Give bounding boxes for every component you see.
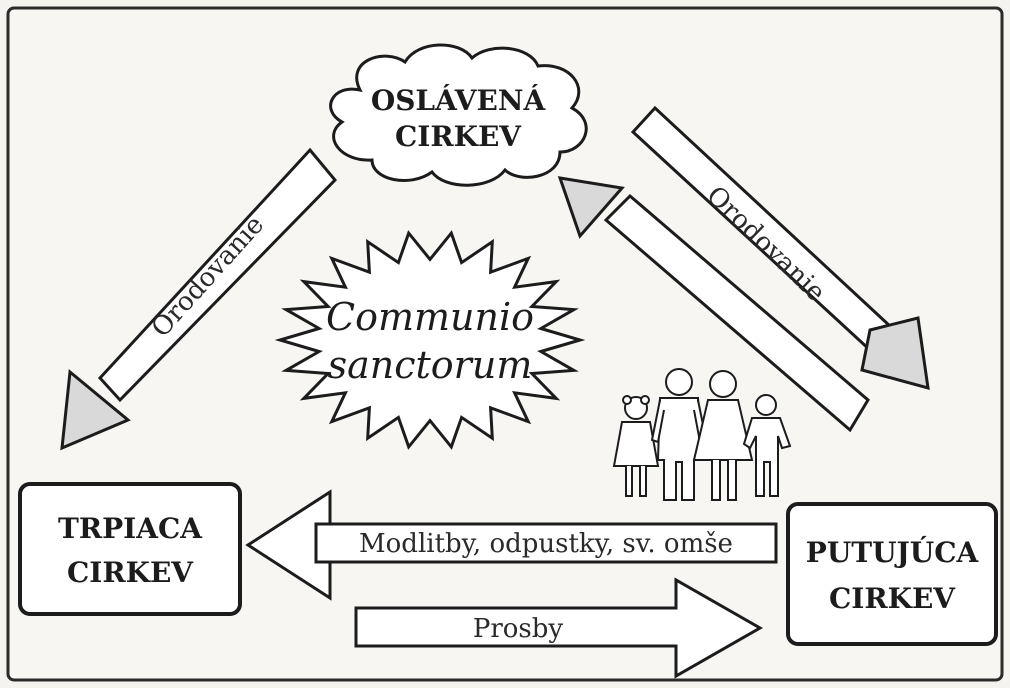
communio-sanctorum-burst: Communio sanctorum bbox=[274, 230, 586, 450]
requests-arrow-label: Prosby bbox=[473, 614, 564, 644]
pilgrim-church-line1: PUTUJÚCA bbox=[806, 535, 980, 569]
center-line2: sanctorum bbox=[328, 343, 533, 387]
return-arrow-head bbox=[557, 176, 625, 239]
left-arrow-head bbox=[60, 369, 131, 451]
center-line1: Communio bbox=[326, 295, 534, 339]
family-father-figure bbox=[650, 368, 708, 501]
family-icon bbox=[612, 368, 792, 501]
pilgrim-church-frame bbox=[786, 502, 998, 646]
prayers-label-box bbox=[314, 522, 778, 564]
suffering-church-line2: CIRKEV bbox=[67, 556, 194, 589]
suffering-church-frame bbox=[18, 482, 242, 616]
family-boy-figure bbox=[742, 394, 792, 497]
right-arrow-head bbox=[860, 316, 930, 391]
return-arrow-shaft bbox=[603, 193, 870, 433]
family-girl-figure bbox=[612, 395, 660, 497]
requests-arrow-shape bbox=[354, 577, 764, 679]
pilgrim-church-line2: CIRKEV bbox=[829, 582, 956, 615]
return-arrow-to-glorified bbox=[557, 176, 870, 433]
pilgrim-church-box: PUTUJÚCA CIRKEV bbox=[786, 502, 998, 646]
requests-arrow: Prosby bbox=[354, 577, 764, 679]
glorified-church-line2: CIRKEV bbox=[395, 120, 522, 153]
prayers-arrow: Modlitby, odpustky, sv. omše bbox=[245, 489, 778, 601]
left-arrow-shaft bbox=[97, 147, 338, 403]
glorified-church-line1: OSLÁVENÁ bbox=[371, 84, 547, 117]
suffering-church-box: TRPIACA CIRKEV bbox=[18, 482, 242, 616]
star-burst-shape bbox=[274, 230, 586, 450]
family-mother-figure bbox=[692, 370, 754, 501]
suffering-church-line1: TRPIACA bbox=[58, 512, 203, 545]
prayers-arrow-label: Modlitby, odpustky, sv. omše bbox=[359, 529, 733, 559]
cloud-shape bbox=[329, 43, 588, 187]
glorified-church-cloud: OSLÁVENÁ CIRKEV bbox=[329, 43, 588, 187]
